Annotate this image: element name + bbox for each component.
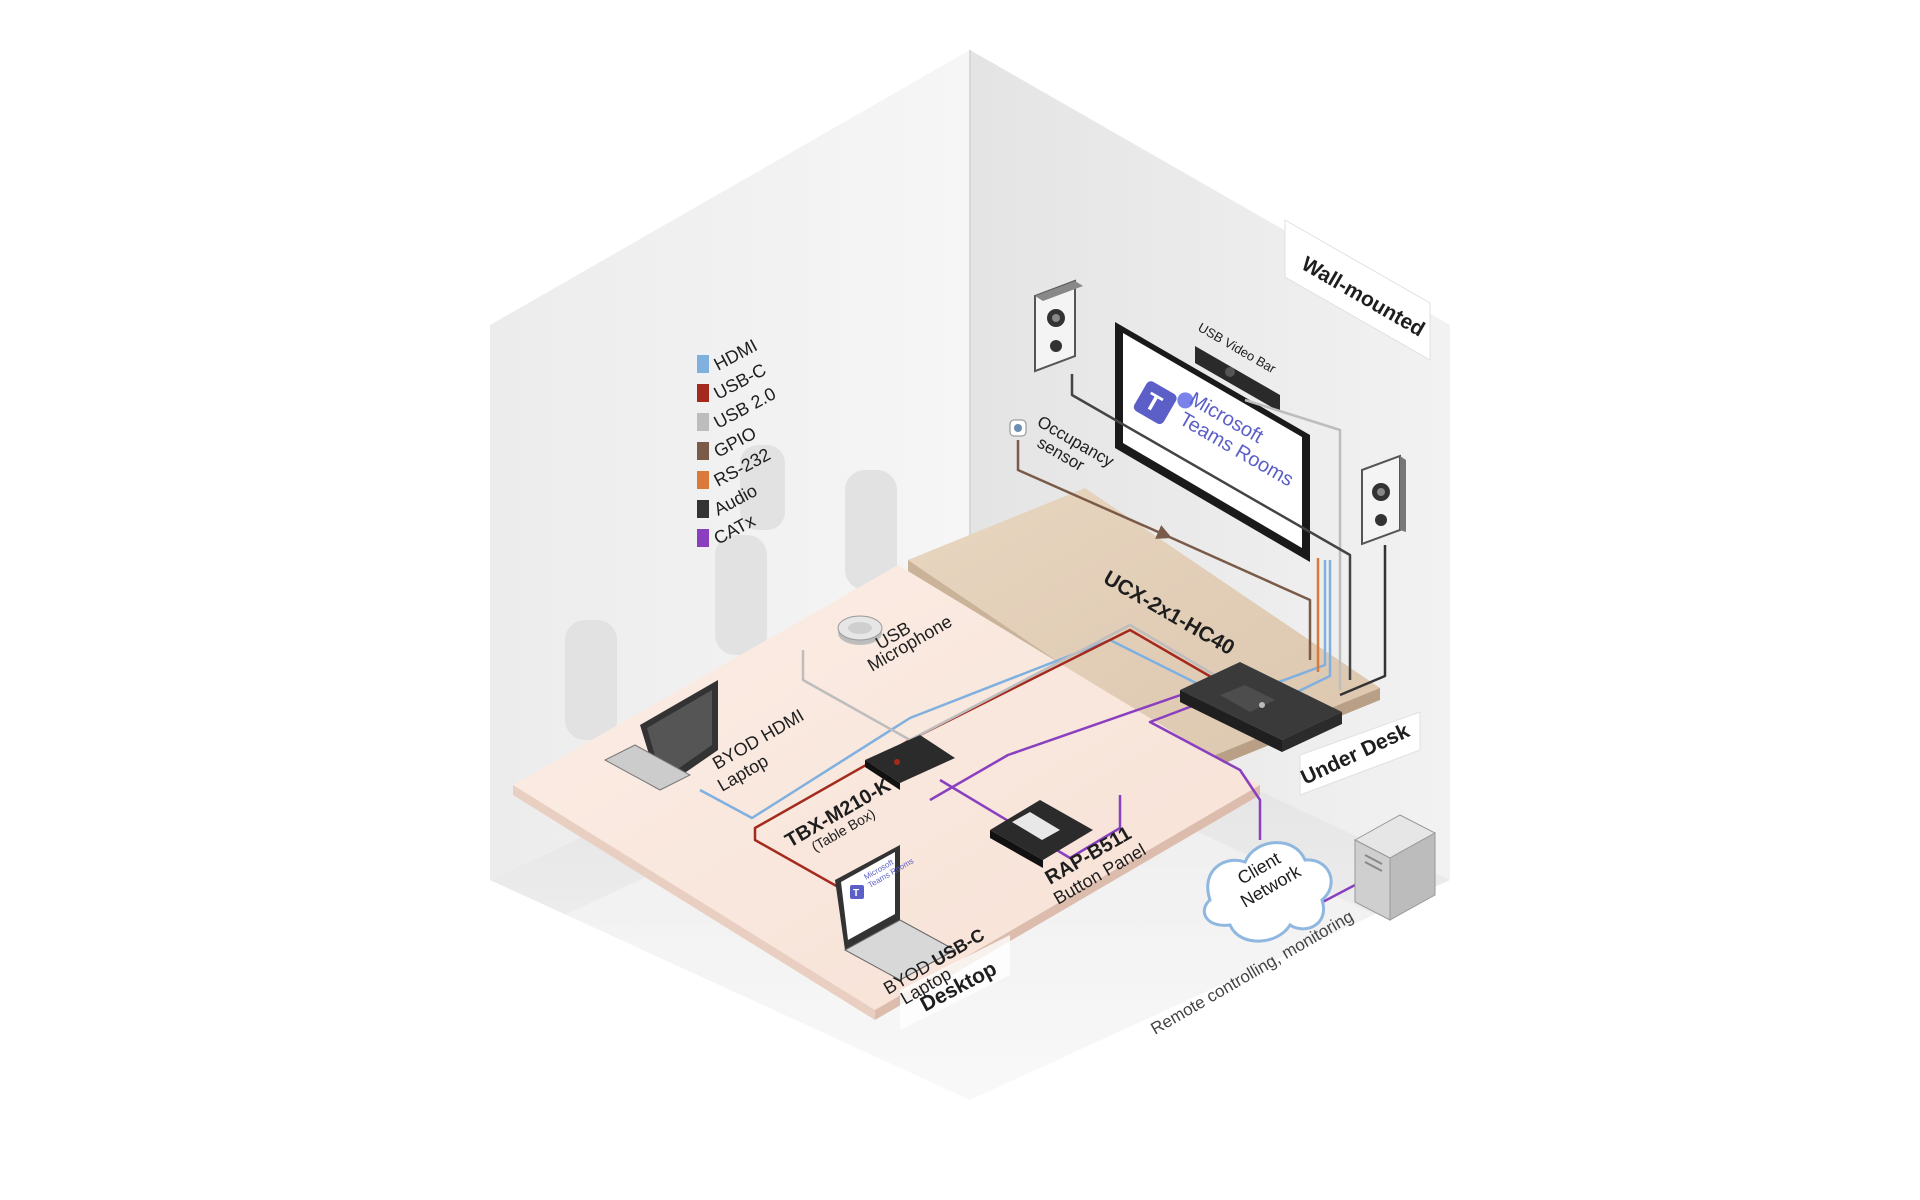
legend-swatch: [697, 471, 709, 489]
speaker-left: [1034, 279, 1083, 373]
audio-cable: [1339, 545, 1387, 697]
legend-swatch: [697, 500, 709, 518]
catx-cable: [1148, 703, 1262, 840]
sensor-icon: [1014, 424, 1022, 432]
client-network-cloud: Client Network: [1202, 841, 1333, 943]
teams-display: T Microsoft Teams Rooms: [1115, 322, 1310, 562]
gpio-cable: [1016, 440, 1172, 539]
audio-cable: [1070, 374, 1352, 680]
chair-back: [740, 445, 785, 530]
chair-silhouettes: [565, 445, 897, 740]
legend-swatch: [697, 384, 709, 402]
ucx-device: [1180, 662, 1342, 752]
catx-cable: [939, 778, 1122, 860]
teams-logo-icon: T: [1133, 381, 1194, 425]
teams-logo-icon: T: [850, 885, 864, 899]
legend-swatch: [697, 442, 709, 460]
monitoring-computer: [1353, 814, 1437, 921]
chair-back: [845, 470, 897, 590]
chair-back: [565, 620, 617, 740]
usbc-cable: [753, 628, 1226, 907]
gpio-cable: [1164, 533, 1312, 660]
speaker-right: [1361, 454, 1406, 546]
legend-swatch: [697, 413, 709, 431]
legend-swatch: [697, 529, 709, 547]
chair-back: [715, 535, 767, 655]
svg-text:T: T: [853, 888, 859, 899]
legend-swatch: [697, 355, 709, 373]
usb2-cable: [1244, 398, 1342, 690]
